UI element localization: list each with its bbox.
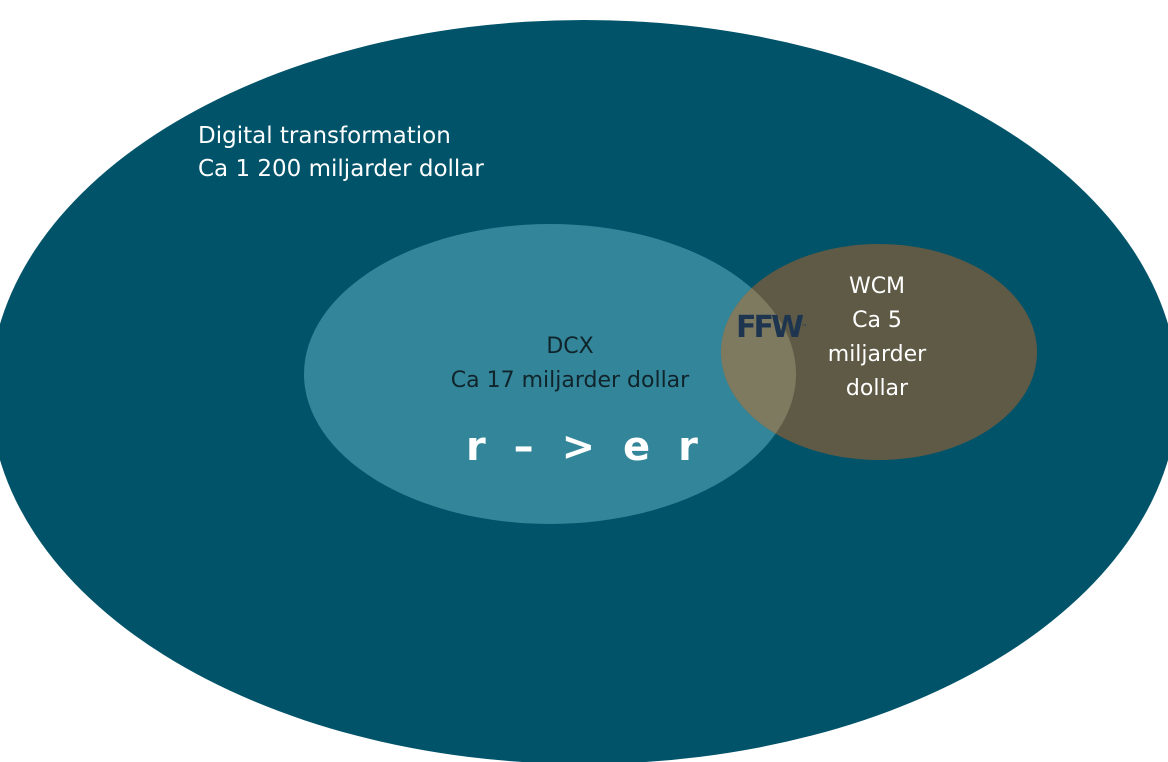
rocket-logo: r – > e r [466, 424, 705, 470]
wcm-label: WCM Ca 5 miljarder dollar [810, 270, 944, 406]
wcm-label-value-2: miljarder [827, 342, 927, 367]
ffw-logo-text: FFW [736, 310, 804, 345]
ffw-logo-tm: ™ [801, 324, 808, 331]
wcm-label-title: WCM [848, 274, 906, 299]
wcm-label-value-3: dollar [845, 376, 909, 401]
outer-label-title: Digital transformation [198, 123, 451, 149]
dcx-ellipse [304, 224, 796, 524]
outer-label: Digital transformation Ca 1 200 miljarde… [198, 120, 484, 186]
dcx-label: DCX Ca 17 miljarder dollar [420, 330, 720, 398]
dcx-label-title: DCX [546, 334, 594, 359]
wcm-label-value-1: Ca 5 [852, 308, 902, 333]
wcm-ellipse [721, 244, 1037, 460]
dcx-label-value: Ca 17 miljarder dollar [450, 368, 690, 393]
ffw-logo: FFW™ [736, 311, 807, 345]
outer-label-value: Ca 1 200 miljarder dollar [198, 156, 484, 182]
